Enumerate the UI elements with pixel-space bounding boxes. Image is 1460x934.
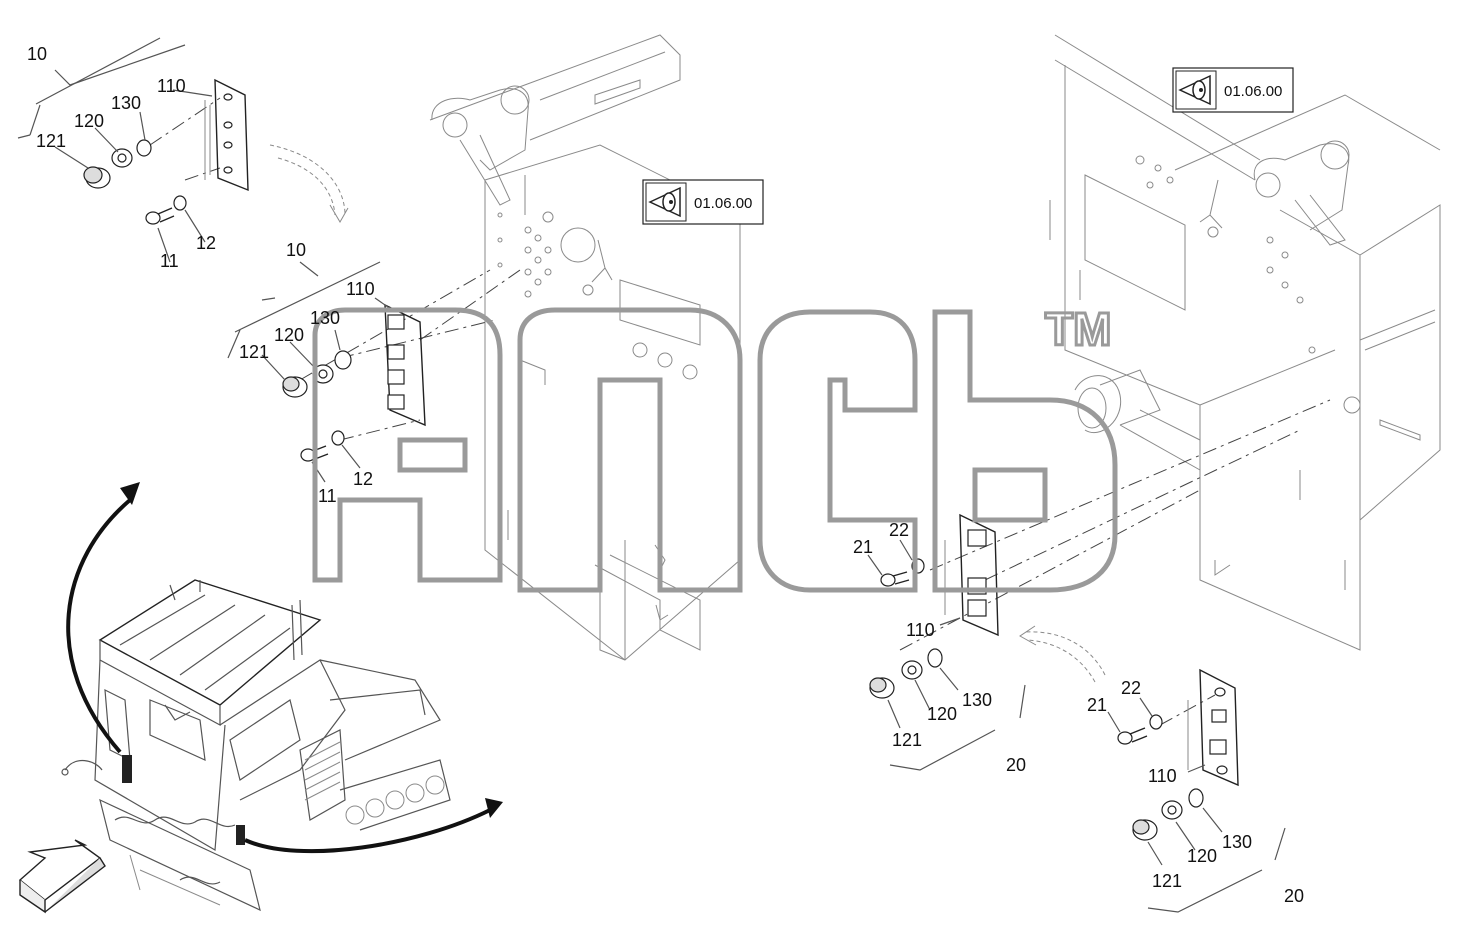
label-22-c: 22	[889, 520, 909, 540]
label-130-c: 130	[962, 690, 992, 710]
cap-121-c	[869, 677, 895, 699]
right-chassis-frame	[1049, 34, 1441, 651]
callout-labels: 10 110 130 120 121 11 12 10 110 130 120 …	[27, 44, 1304, 906]
bolt-11-a	[145, 207, 175, 225]
label-21-c: 21	[853, 537, 873, 557]
label-group-10-b: 10	[286, 240, 306, 260]
ring-130-a	[136, 139, 152, 157]
bolt-21-d	[1117, 727, 1148, 745]
label-21-d: 21	[1087, 695, 1107, 715]
washer-12-b	[331, 430, 345, 446]
label-110-b: 110	[346, 279, 375, 299]
bolt-21-c	[880, 571, 910, 587]
watermark-logo: TM	[312, 302, 1118, 593]
bracket-plate-d	[1199, 668, 1239, 787]
ring-130-c	[927, 648, 943, 668]
label-110-a: 110	[157, 76, 186, 96]
arrow-up-head	[120, 482, 140, 505]
assembly-a	[17, 37, 349, 263]
washer-12-a	[173, 195, 187, 211]
washer-120-c	[901, 660, 923, 680]
washer-120-d	[1161, 800, 1183, 820]
center-chassis-frame	[429, 34, 741, 661]
label-12-a: 12	[196, 233, 216, 253]
label-group-20-d: 20	[1284, 886, 1304, 906]
label-120-d: 120	[1187, 846, 1217, 866]
arrow-right-head	[485, 798, 503, 818]
watermark-tm: TM	[1045, 303, 1111, 355]
reference-box-right[interactable]: 01.06.00	[1172, 67, 1294, 113]
label-120-a: 120	[74, 111, 104, 131]
reference-code-right: 01.06.00	[1224, 83, 1282, 100]
assembly-c	[867, 513, 1106, 771]
washer-120-a	[111, 148, 133, 168]
label-12-b: 12	[353, 469, 373, 489]
cap-121-a	[83, 166, 111, 189]
cap-121-d	[1132, 819, 1158, 841]
view-direction-arrow	[18, 839, 106, 914]
label-22-d: 22	[1121, 678, 1141, 698]
highlight-bracket-left	[122, 755, 132, 783]
label-121-c: 121	[892, 730, 922, 750]
ring-130-b	[334, 350, 352, 370]
label-130-b: 130	[310, 308, 340, 328]
highlight-bracket-right	[236, 825, 245, 845]
assembly-d	[1107, 668, 1286, 913]
label-group-20-c: 20	[1006, 755, 1026, 775]
label-130-a: 130	[111, 93, 141, 113]
paver-machine	[61, 579, 451, 912]
ring-130-d	[1188, 788, 1204, 808]
label-130-d: 130	[1222, 832, 1252, 852]
label-11-b: 11	[318, 486, 337, 506]
bracket-plate-a	[214, 78, 249, 192]
label-121-d: 121	[1152, 871, 1182, 891]
label-120-c: 120	[927, 704, 957, 724]
label-121-b: 121	[239, 342, 269, 362]
assembly-lines	[149, 97, 1331, 726]
reference-box-center[interactable]: 01.06.00	[642, 179, 764, 225]
cap-121-b	[282, 376, 308, 398]
reference-code-center: 01.06.00	[694, 195, 752, 212]
label-110-d: 110	[1148, 766, 1177, 786]
label-121-a: 121	[36, 131, 66, 151]
label-120-b: 120	[274, 325, 304, 345]
curved-arrows	[66, 482, 503, 854]
washer-120-b	[312, 364, 334, 384]
label-11-a: 11	[160, 251, 179, 271]
label-group-10-a: 10	[27, 44, 47, 64]
assembly-b	[227, 261, 426, 483]
washer-22-d	[1149, 714, 1163, 730]
bracket-plate-c	[959, 513, 999, 637]
label-110-c: 110	[906, 620, 935, 640]
